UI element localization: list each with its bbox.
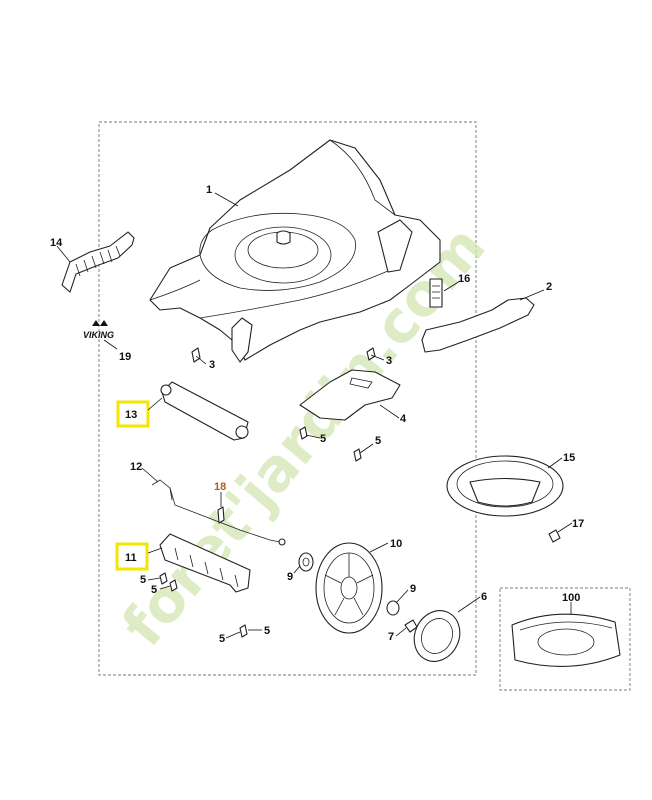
callout-5a: 5: [320, 433, 326, 445]
leader-lines: [56, 192, 573, 639]
callout-2: 2: [546, 281, 552, 293]
callout-100: 100: [562, 592, 580, 604]
part-deflector-plate: [299, 369, 401, 421]
part-screw-17: [548, 529, 561, 543]
callout-10: 10: [390, 538, 402, 550]
callout-17: 17: [572, 518, 584, 530]
part-axle-rod: [151, 479, 286, 546]
callout-5c: 5: [140, 574, 146, 586]
callout-19: 19: [119, 351, 131, 363]
callout-4: 4: [400, 413, 407, 425]
callout-5b: 5: [375, 435, 381, 447]
highlight-box-13: [116, 400, 150, 428]
part-deck-housing: [149, 139, 441, 363]
inset-frame: [499, 587, 631, 691]
callout-5e: 5: [219, 633, 225, 645]
callout-5d: 5: [151, 584, 157, 596]
callout-11: 11: [125, 552, 137, 564]
callout-13: 13: [125, 409, 137, 421]
part-handle-bar: [421, 297, 535, 353]
part-grip-strip: [61, 231, 135, 293]
callout-16: 16: [458, 273, 470, 285]
callout-15: 15: [563, 452, 575, 464]
brand-logo-text: VIKING: [83, 330, 114, 340]
part-hub-nut-lower: [386, 600, 400, 616]
callout-6: 6: [481, 591, 487, 603]
highlight-box-11: [115, 542, 149, 571]
callout-3b: 3: [386, 355, 392, 367]
callout-9a: 9: [287, 571, 293, 583]
callout-5f: 5: [264, 625, 270, 637]
part-hub-cap: [413, 610, 461, 662]
brand-logo: VIKING: [83, 320, 114, 340]
callout-7: 7: [388, 631, 394, 643]
callout-12: 12: [130, 461, 142, 473]
callout-3a: 3: [209, 359, 215, 371]
part-axle-bracket: [159, 533, 251, 593]
part-label-sticker: [429, 278, 443, 308]
callout-14: 14: [50, 237, 63, 249]
callout-9b: 9: [410, 583, 416, 595]
part-wheel: [315, 542, 383, 634]
callout-1: 1: [206, 184, 212, 196]
part-cover-inset: [511, 613, 621, 667]
callout-labels: 1 2 3 3 4 5 5 5 5 5 5 6 7 9 9 10 11 12 1…: [50, 184, 584, 645]
small-fasteners: [159, 347, 376, 638]
part-rear-bar: [160, 381, 249, 441]
part-hub-bushing-upper: [298, 552, 314, 572]
callout-18: 18: [214, 481, 226, 493]
part-basket: [446, 455, 564, 517]
